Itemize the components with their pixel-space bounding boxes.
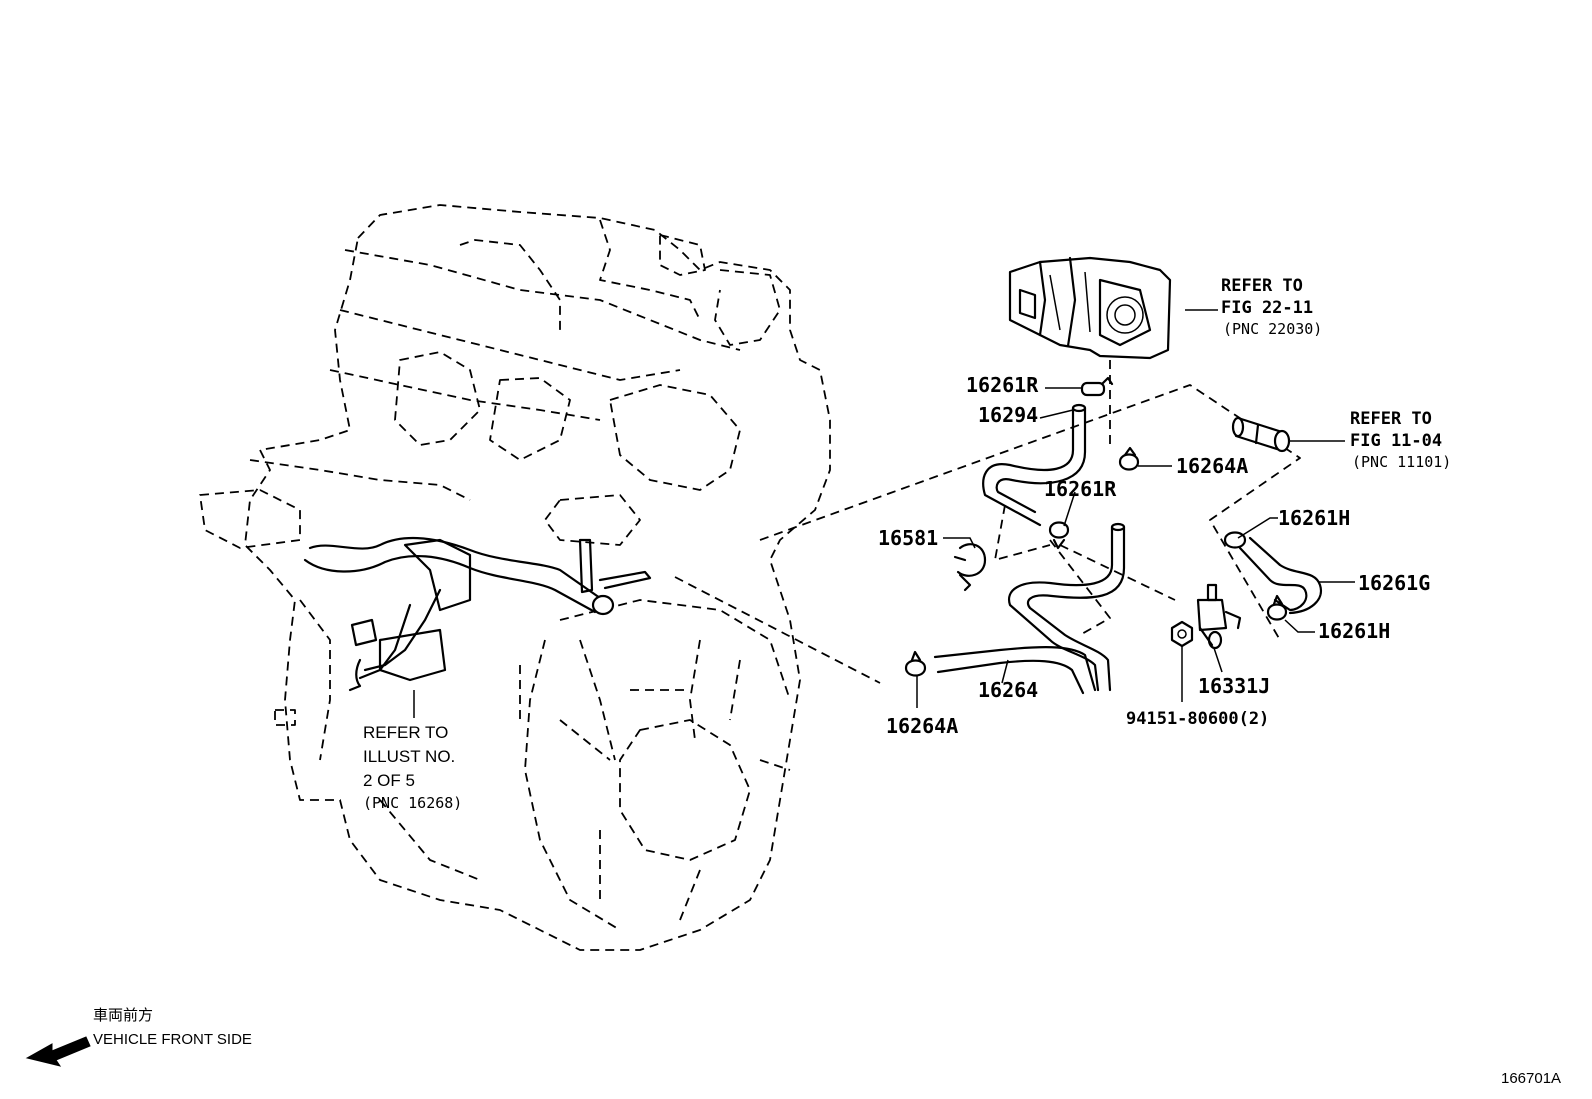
part-label-16261H-top: 16261H	[1278, 506, 1350, 530]
front-label-jp: 車両前方	[93, 1007, 153, 1024]
valve-16331J-icon	[1196, 583, 1242, 650]
illust-ref-line3: 2 OF 5	[363, 771, 415, 790]
illust-ref-line2: ILLUST NO.	[363, 747, 455, 766]
part-label-16261R-top: 16261R	[966, 373, 1039, 397]
bypass-pipe-assembly	[303, 537, 652, 692]
water-ref-line1: REFER TO	[1350, 409, 1432, 429]
part-label-16264A-top: 16264A	[1176, 454, 1248, 478]
pipe-end	[591, 594, 615, 616]
water-ref-line2: FIG 11-04	[1350, 431, 1442, 451]
part-label-16261H-bot: 16261H	[1318, 619, 1390, 643]
illust-ref-pnc: (PNC 16268)	[363, 794, 462, 812]
part-label-16261G: 16261G	[1358, 571, 1430, 595]
throttle-body-icon	[1008, 256, 1172, 360]
part-label-16264: 16264	[978, 678, 1038, 702]
hose-16294	[982, 403, 1087, 527]
clamp-16264A-bot	[904, 650, 927, 677]
part-label-16264A-bot: 16264A	[886, 714, 958, 738]
throttle-ref-line1: REFER TO	[1221, 276, 1303, 296]
throttle-ref-line2: FIG 22-11	[1221, 298, 1313, 318]
clamp-16581	[953, 543, 987, 592]
figure-id: 166701A	[1501, 1070, 1561, 1087]
engine-outline	[199, 204, 831, 951]
vehicle-front-arrow-icon	[25, 1036, 91, 1067]
part-label-16261R-mid: 16261R	[1044, 477, 1117, 501]
part-label-16294: 16294	[978, 403, 1038, 427]
water-outlet-icon	[1231, 416, 1291, 453]
hose-16261G	[1223, 531, 1323, 621]
part-label-94151: 94151-80600(2)	[1126, 709, 1269, 729]
illust-ref-line1: REFER TO	[363, 723, 448, 742]
nut-94151-icon	[1170, 620, 1194, 648]
label-leaders	[413, 309, 1355, 718]
hose-16264	[933, 522, 1126, 695]
throttle-ref-pnc: (PNC 22030)	[1223, 320, 1322, 338]
connection-lines	[674, 360, 1301, 684]
part-label-16331J: 16331J	[1198, 674, 1270, 698]
water-ref-pnc: (PNC 11101)	[1352, 453, 1451, 471]
clamp-16264A-top	[1118, 446, 1140, 471]
part-label-16581: 16581	[878, 526, 938, 550]
clamp-16261R-top	[1080, 376, 1114, 397]
front-label-en: VEHICLE FRONT SIDE	[93, 1031, 252, 1048]
clamp-16261R-mid	[1048, 521, 1070, 550]
